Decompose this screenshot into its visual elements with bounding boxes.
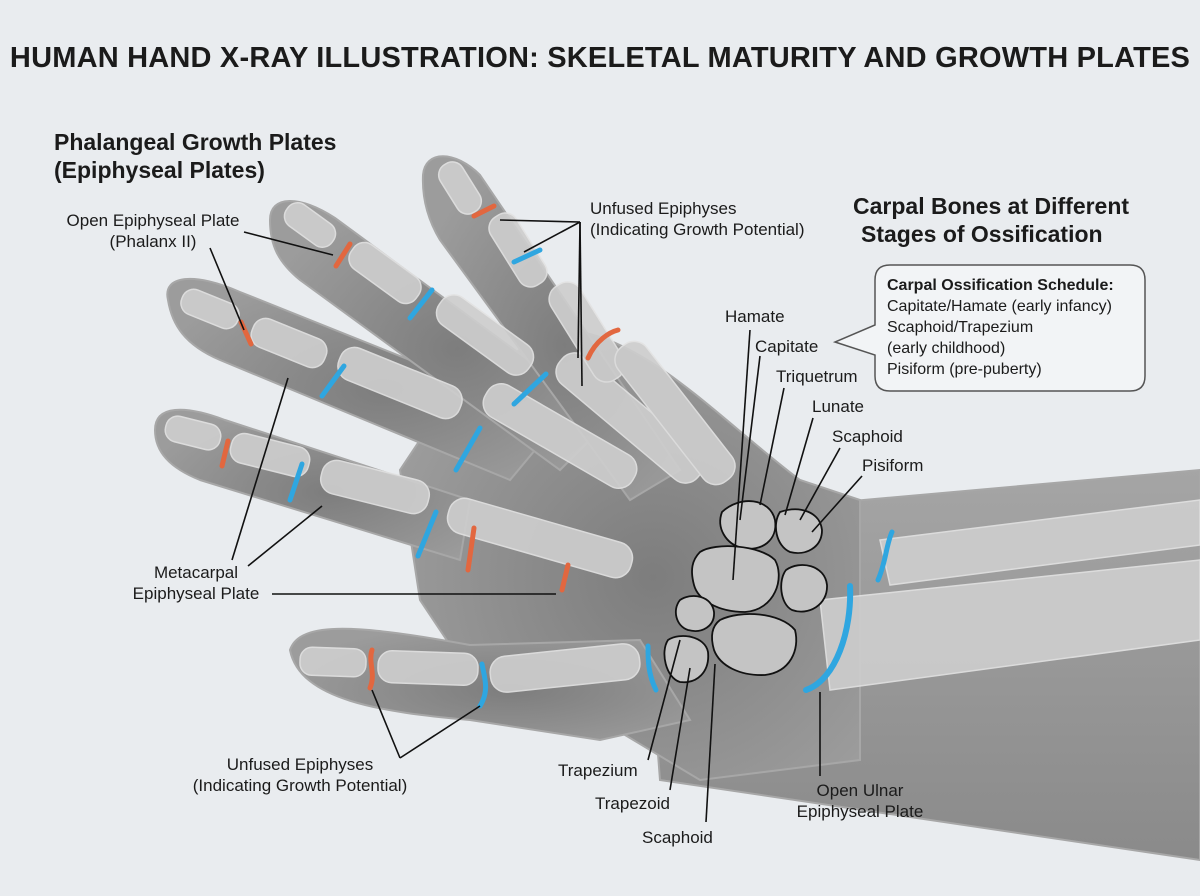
schedule-line1: Capitate/Hamate (early infancy) xyxy=(887,298,1112,315)
middle-finger-bones xyxy=(283,202,705,484)
leader-metacarpal-2 xyxy=(247,505,323,567)
bones xyxy=(164,161,1200,693)
schedule-title: Carpal Ossification Schedule: xyxy=(887,277,1114,294)
plate-blue-middle-mid xyxy=(407,287,435,321)
plate-blue-thumb-meta xyxy=(645,643,659,693)
open-plate-label-line2: (Phalanx II) xyxy=(109,232,197,251)
plate-red-thumb-distal xyxy=(367,647,375,691)
plate-blue-thumb-prox xyxy=(477,661,489,709)
carpal-triquetrum xyxy=(775,508,823,554)
leader-trapezium xyxy=(647,639,681,761)
index-finger-bones xyxy=(180,288,638,489)
leader-scaphoid-lower xyxy=(705,663,716,823)
plate-red-little-distal xyxy=(219,438,231,469)
leader-open-plate-1 xyxy=(243,231,334,256)
label-triquetrum: Triquetrum xyxy=(776,367,858,386)
plate-red-little-meta xyxy=(465,525,477,573)
page-title: HUMAN HAND X-RAY ILLUSTRATION: SKELETAL … xyxy=(9,42,1191,74)
carpal-trapezoid xyxy=(674,595,715,632)
thumb-bones xyxy=(299,643,641,693)
growth-plates xyxy=(219,203,895,709)
metacarpal-label-line1: Metacarpal xyxy=(153,563,239,582)
label-trapezium: Trapezium xyxy=(558,761,638,780)
plate-blue-radius xyxy=(803,583,854,693)
unfused-top-label-line1: Unfused Epiphyses xyxy=(590,199,737,218)
ulnar-label-line1: Open Ulnar xyxy=(816,781,904,800)
plate-blue-index-mid xyxy=(319,363,347,399)
unfused-bottom-label-line1: Unfused Epiphyses xyxy=(226,755,374,774)
schedule-line4: Pisiform (pre-puberty) xyxy=(887,361,1042,378)
metacarpal-label-line2: Epiphyseal Plate xyxy=(132,584,260,603)
leader-scaphoid-upper xyxy=(799,447,841,521)
unfused-top-label-line2: (Indicating Growth Potential) xyxy=(590,220,805,239)
leader-lines xyxy=(209,219,863,823)
leader-unfused-top-1 xyxy=(499,219,581,223)
plate-blue-ulna xyxy=(875,529,895,583)
little-finger-bones xyxy=(164,415,634,579)
unfused-top-label: Unfused Epiphyses (Indicating Growth Pot… xyxy=(590,198,805,240)
ring-finger-bones xyxy=(437,161,736,486)
leader-triquetrum xyxy=(759,387,785,506)
radius-bone xyxy=(819,559,1200,691)
schedule-callout-box xyxy=(832,264,1146,392)
carpal-trapezium xyxy=(663,635,709,684)
label-scaphoid-upper: Scaphoid xyxy=(832,427,903,446)
label-scaphoid-lower: Scaphoid xyxy=(642,828,713,847)
ulna-bone xyxy=(879,499,1200,586)
leader-hamate xyxy=(732,329,751,581)
leader-unfused-top-2 xyxy=(523,221,581,253)
plate-red-metacarpal xyxy=(559,562,571,593)
schedule-line2: Scaphoid/Trapezium xyxy=(887,319,1034,336)
metacarpal-label: Metacarpal Epiphyseal Plate xyxy=(126,562,266,604)
carpal-hamate xyxy=(719,500,777,550)
plate-blue-middle-prox xyxy=(453,425,483,473)
carpal-bones xyxy=(663,500,828,684)
ulnar-label-line2: Epiphyseal Plate xyxy=(796,802,924,821)
plate-red-ring-distal xyxy=(471,203,497,219)
leader-pisiform xyxy=(811,475,863,533)
leader-trapezoid xyxy=(669,667,691,791)
leader-capitate xyxy=(739,355,761,521)
plate-blue-ring-prox xyxy=(511,371,549,407)
open-plate-label-line1: Open Epiphyseal Plate xyxy=(66,211,240,230)
leader-unfused-top-4 xyxy=(579,221,583,387)
plate-red-middle-distal xyxy=(333,241,353,269)
open-plate-label: Open Epiphyseal Plate (Phalanx II) xyxy=(60,210,246,252)
label-hamate: Hamate xyxy=(725,307,785,326)
label-lunate: Lunate xyxy=(812,397,864,416)
leader-open-plate-2 xyxy=(209,247,245,331)
plate-red-ring-proximal xyxy=(585,327,621,361)
unfused-bottom-label-line2: (Indicating Growth Potential) xyxy=(192,776,408,795)
leader-metacarpal-1 xyxy=(231,377,289,561)
ulnar-label: Open Ulnar Epiphyseal Plate xyxy=(786,780,934,822)
leader-lunate xyxy=(784,417,814,516)
leader-unfused-bottom-2 xyxy=(399,705,481,759)
label-pisiform: Pisiform xyxy=(862,456,924,475)
ossification-schedule: Carpal Ossification Schedule: Capitate/H… xyxy=(874,265,1144,391)
carpal-scaphoid xyxy=(711,613,798,676)
plate-blue-little-mid xyxy=(287,461,305,503)
carpal-heading-line1: Carpal Bones at Different xyxy=(853,193,1130,219)
phalangeal-heading-line1: Phalangeal Growth Plates xyxy=(54,129,337,155)
schedule-line3: (early childhood) xyxy=(887,340,1006,357)
leader-unfused-bottom-1 xyxy=(371,689,401,759)
carpal-capitate xyxy=(691,545,780,613)
phalangeal-heading-line2: (Epiphyseal Plates) xyxy=(54,157,265,183)
plate-blue-index-prox xyxy=(415,509,439,559)
carpal-heading-line2: Stages of Ossification xyxy=(861,221,1103,247)
unfused-bottom-label: Unfused Epiphyses (Indicating Growth Pot… xyxy=(180,754,420,796)
carpal-lunate xyxy=(780,564,828,613)
label-trapezoid: Trapezoid xyxy=(595,794,670,813)
phalangeal-heading: Phalangeal Growth Plates (Epiphyseal Pla… xyxy=(54,128,336,184)
carpal-heading: Carpal Bones at Different Stages of Ossi… xyxy=(853,192,1129,248)
label-capitate: Capitate xyxy=(755,337,819,356)
plate-blue-ring-mid xyxy=(511,247,543,265)
